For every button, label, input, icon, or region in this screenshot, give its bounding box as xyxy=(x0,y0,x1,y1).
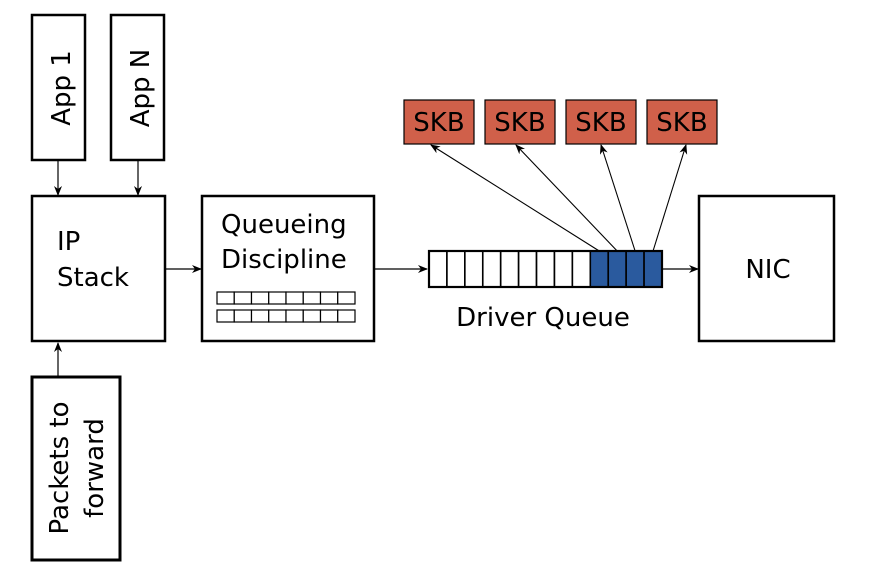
skb-box xyxy=(403,99,475,145)
skb-group: SKB SKB SKB SKB xyxy=(403,99,718,145)
nic-box xyxy=(697,194,836,343)
skb-box xyxy=(646,99,718,145)
qdisc-cell xyxy=(337,291,356,305)
app-n-label: App N xyxy=(126,49,156,128)
skb-label: SKB xyxy=(413,108,464,138)
app-n-box xyxy=(109,13,166,162)
driver-queue-slot xyxy=(499,250,520,288)
driver-queue-slot-filled xyxy=(589,250,610,288)
driver-queue-slot xyxy=(553,250,574,288)
driver-queue-slot xyxy=(446,250,466,288)
skb-label: SKB xyxy=(494,108,545,138)
nic-label: NIC xyxy=(745,255,790,285)
skb-pointer-arrow xyxy=(430,144,600,252)
driver-queue-slot-filled xyxy=(643,250,663,288)
qdisc-cell xyxy=(319,309,339,323)
qdisc-cell xyxy=(233,291,253,305)
qdisc-label-line2: Discipline xyxy=(221,245,347,275)
qdisc-cell xyxy=(302,309,322,323)
driver-queue-slot-filled xyxy=(625,250,645,288)
packets-label-line1: Packets to xyxy=(45,402,75,535)
driver-queue-slot xyxy=(428,250,448,288)
qdisc-cell xyxy=(337,309,356,323)
driver-queue-outline xyxy=(427,249,664,289)
qdisc-queue-grid xyxy=(216,291,356,323)
qdisc-cell xyxy=(268,291,287,305)
qdisc-cell xyxy=(268,309,287,323)
ip-stack-box xyxy=(30,194,167,343)
driver-queue-slot xyxy=(517,250,538,288)
ip-stack-label-line2: Stack xyxy=(57,263,129,293)
skb-pointer-arrows xyxy=(430,144,688,252)
qdisc-cell xyxy=(302,291,322,305)
driver-queue-slot-filled xyxy=(607,250,627,288)
skb-box xyxy=(484,99,556,145)
driver-queue-label: Driver Queue xyxy=(456,303,630,333)
qdisc-cell xyxy=(319,291,339,305)
skb-pointer-arrow xyxy=(515,144,618,252)
driver-queue-slot xyxy=(571,250,592,288)
driver-queue-slot xyxy=(464,250,484,288)
skb-pointer-arrow xyxy=(599,144,636,252)
app-1-box xyxy=(30,13,87,162)
skb-label: SKB xyxy=(575,108,626,138)
driver-queue-slot xyxy=(481,250,502,288)
skb-pointer-arrow xyxy=(652,144,688,252)
qdisc-label-line1: Queueing xyxy=(221,210,347,240)
qdisc-cell xyxy=(216,309,235,323)
qdisc-cell xyxy=(250,309,270,323)
qdisc-cell xyxy=(216,291,235,305)
qdisc-cell xyxy=(250,291,270,305)
driver-queue-slots xyxy=(427,249,664,289)
app-1-label: App 1 xyxy=(47,50,77,126)
qdisc-cell xyxy=(285,291,304,305)
packets-to-forward-box xyxy=(30,375,122,562)
driver-queue-slot xyxy=(535,250,556,288)
qdisc-cell xyxy=(285,309,304,323)
qdisc-cell xyxy=(233,309,253,323)
packets-label-line2: forward xyxy=(80,418,110,518)
skb-box xyxy=(565,99,637,145)
ip-stack-label-line1: IP xyxy=(57,227,80,257)
skb-label: SKB xyxy=(656,108,707,138)
